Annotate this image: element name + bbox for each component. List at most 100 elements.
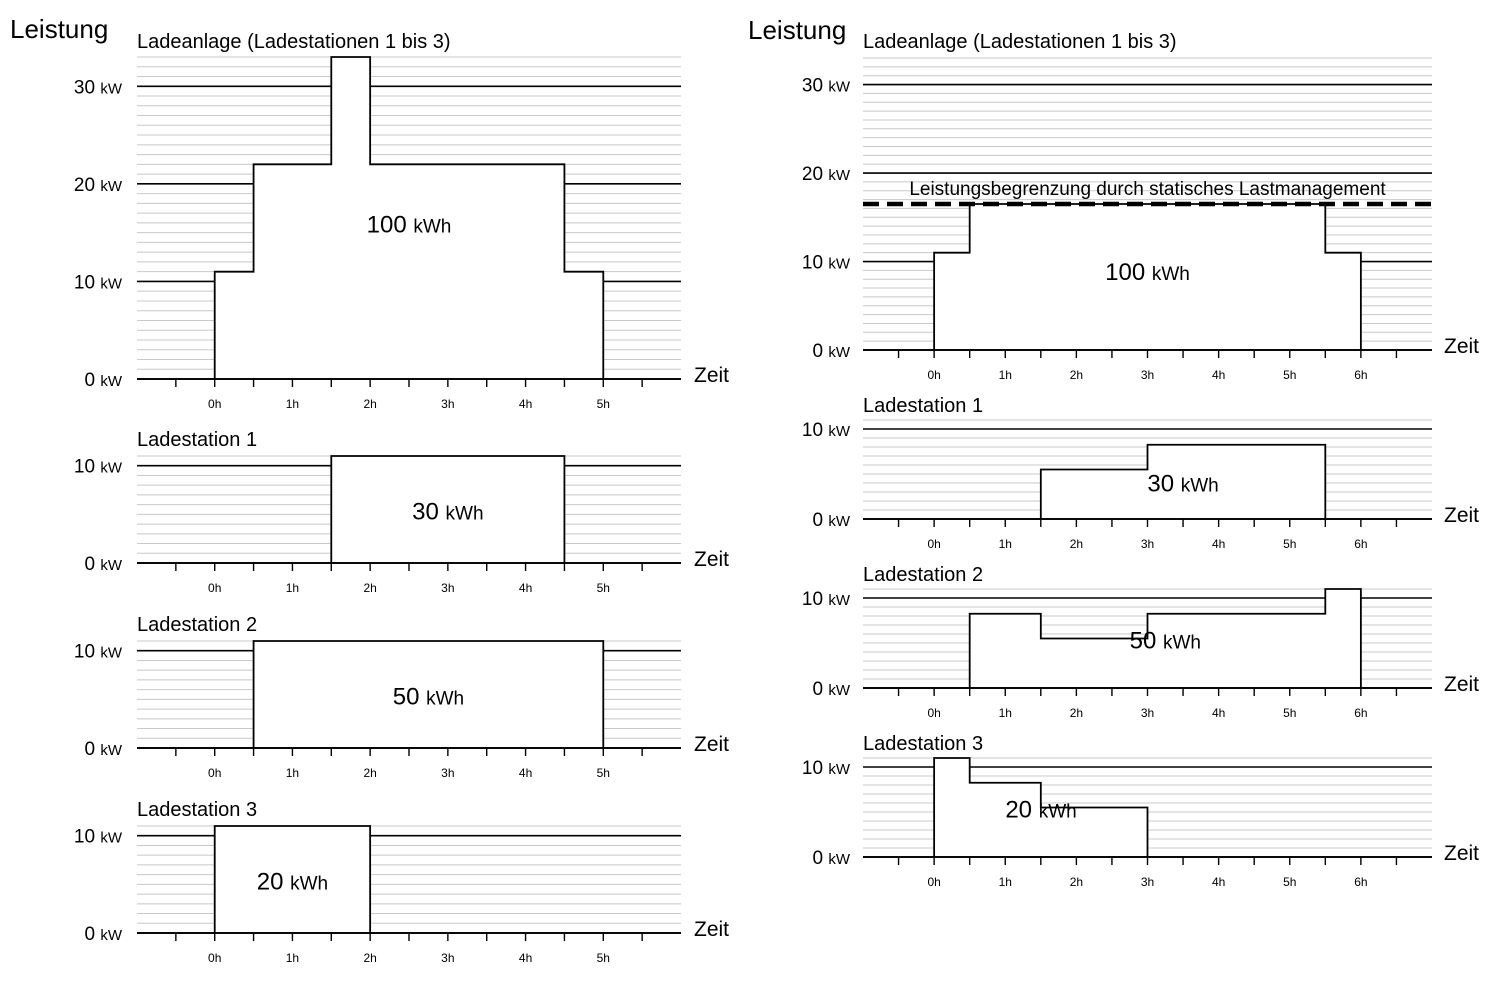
x-tick-label: 3h [1141,368,1154,382]
energy-value: 50 [1130,627,1163,654]
y-tick-value: 0 [812,679,828,700]
x-tick-label: 5h [1283,368,1296,382]
x-tick-label: 4h [519,397,532,411]
y-tick-unit: kW [100,742,123,759]
y-tick-label: 10 kW [74,272,123,293]
x-tick-label: 2h [1070,875,1083,889]
y-axis-title-left: Leistung [10,14,108,44]
energy-label: 50 kWh [393,684,464,711]
x-axis-label: Zeit [694,918,729,941]
y-tick-value: 10 [802,758,828,779]
energy-label: 20 kWh [1005,796,1076,823]
x-tick-label: 2h [363,581,376,595]
x-tick-label: 5h [1283,875,1296,889]
energy-unit: kWh [1163,632,1201,653]
y-tick-value: 0 [84,924,100,945]
y-tick-unit: kW [828,344,851,361]
y-tick-unit: kW [100,275,123,292]
y-tick-unit: kW [100,830,123,847]
y-tick-value: 10 [74,827,100,848]
energy-label: 100 kWh [367,211,452,238]
y-tick-value: 30 [74,77,100,98]
energy-label: 50 kWh [1130,627,1201,654]
y-tick-value: 0 [84,739,100,760]
energy-value: 30 [412,499,445,526]
x-tick-label: 0h [208,397,221,411]
y-tick-unit: kW [100,927,123,944]
x-tick-label: 6h [1354,537,1367,551]
panel-title: Ladeanlage (Ladestationen 1 bis 3) [863,31,1177,53]
x-tick-label: 1h [999,875,1012,889]
y-axis-title-right: Leistung [748,15,846,45]
x-tick-label: 3h [441,581,454,595]
y-tick-value: 0 [812,510,828,531]
y-tick-value: 30 [802,76,828,97]
energy-value: 20 [257,869,290,896]
y-tick-unit: kW [100,80,123,97]
y-tick-value: 10 [74,642,100,663]
panel-title: Ladestation 2 [137,614,257,636]
y-tick-unit: kW [828,423,851,440]
energy-value: 30 [1147,470,1180,497]
y-tick-unit: kW [828,79,851,96]
x-tick-label: 3h [441,766,454,780]
y-tick-value: 10 [802,420,828,441]
x-tick-label: 3h [1141,537,1154,551]
x-tick-label: 0h [208,581,221,595]
x-axis-label: Zeit [694,364,729,387]
x-tick-label: 4h [519,766,532,780]
power-limit-label: Leistungsbegrenzung durch statisches Las… [909,179,1386,200]
x-tick-label: 6h [1354,706,1367,720]
y-tick-unit: kW [828,167,851,184]
energy-unit: kWh [413,216,451,237]
y-tick-value: 10 [74,457,100,478]
panel-title: Ladestation 2 [863,564,983,586]
y-tick-unit: kW [100,645,123,662]
x-tick-label: 4h [519,951,532,965]
x-axis-label: Zeit [694,548,729,571]
x-tick-label: 0h [208,766,221,780]
y-tick-unit: kW [100,373,123,390]
energy-unit: kWh [290,874,328,895]
x-tick-label: 0h [208,951,221,965]
y-tick-label: 0 kW [812,510,850,531]
panel-title: Ladestation 3 [863,733,983,755]
energy-value: 50 [393,684,426,711]
y-tick-label: 10 kW [74,642,123,663]
energy-unit: kWh [1039,801,1077,822]
y-tick-value: 0 [812,848,828,869]
x-tick-label: 3h [441,397,454,411]
x-tick-label: 6h [1354,368,1367,382]
x-tick-label: 5h [597,951,610,965]
x-axis-label: Zeit [1444,504,1479,527]
x-tick-label: 0h [927,368,940,382]
x-tick-label: 2h [1070,368,1083,382]
energy-unit: kWh [426,689,464,710]
y-tick-label: 10 kW [802,758,851,779]
x-tick-label: 1h [999,706,1012,720]
y-tick-label: 10 kW [74,457,123,478]
panel-title: Ladestation 1 [863,395,983,417]
energy-unit: kWh [446,504,484,525]
x-axis-label: Zeit [1444,335,1479,358]
x-tick-label: 4h [1212,706,1225,720]
panel-title: Ladestation 3 [137,799,257,821]
y-tick-unit: kW [828,851,851,868]
x-tick-label: 4h [1212,875,1225,889]
x-axis-label: Zeit [694,733,729,756]
y-tick-label: 0 kW [812,679,850,700]
x-tick-label: 2h [363,766,376,780]
energy-label: 30 kWh [412,499,483,526]
y-tick-value: 0 [84,370,100,391]
y-tick-label: 20 kW [74,175,123,196]
x-tick-label: 2h [363,397,376,411]
y-tick-unit: kW [828,592,851,609]
y-tick-label: 0 kW [84,370,122,391]
panel-title: Ladeanlage (Ladestationen 1 bis 3) [137,31,451,53]
